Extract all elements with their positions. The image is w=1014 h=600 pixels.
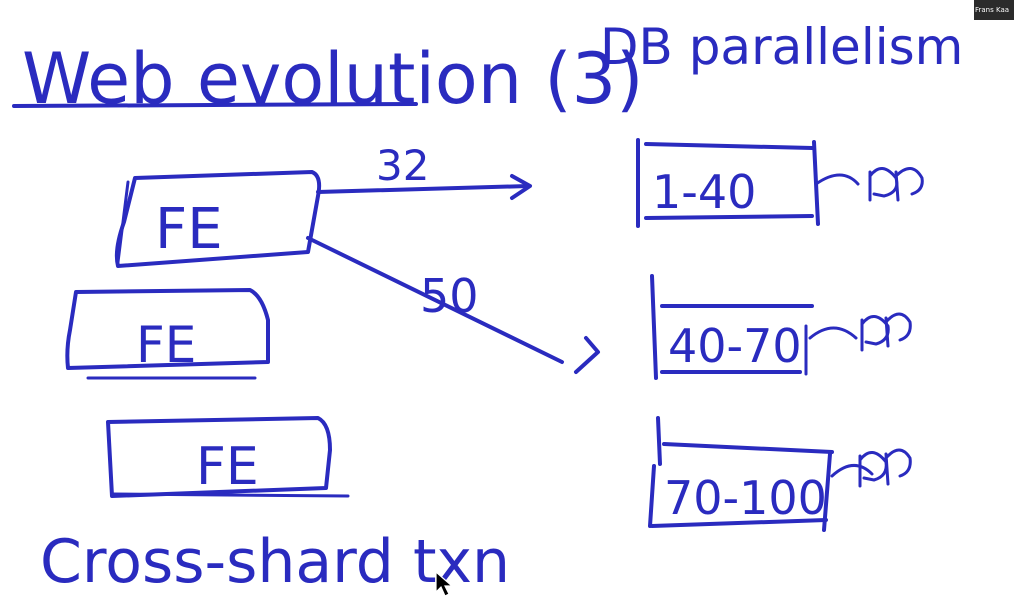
- shard-range-1: 1-40: [652, 165, 756, 219]
- title-text: Web evolution (3): [22, 38, 644, 120]
- subtitle-text: DB parallelism: [600, 18, 963, 76]
- participant-video-thumbnail[interactable]: Frans Kaa: [974, 0, 1014, 20]
- participant-name-label: Frans Kaa: [975, 6, 1010, 14]
- frontend-label-2: FE: [136, 316, 196, 374]
- edge-label-32: 32: [376, 141, 429, 190]
- footnote-text: Cross-shard txn: [40, 527, 510, 597]
- shard-range-2: 40-70: [668, 319, 802, 373]
- shard-range-3: 70-100: [664, 471, 827, 525]
- edge-32-arrow: 32: [316, 141, 532, 200]
- edge-label-50: 50: [420, 269, 479, 323]
- frontend-label-3: FE: [196, 437, 259, 497]
- shard-box-3: 70-100: [648, 416, 912, 532]
- edge-50-arrow: 50: [306, 236, 600, 374]
- shard-box-2: 40-70: [650, 274, 912, 380]
- frontend-label-1: FE: [155, 197, 223, 262]
- frontend-box-1: FE: [114, 170, 322, 268]
- title-underline: [12, 102, 418, 108]
- shard-box-1: 1-40: [636, 138, 924, 228]
- mouse-cursor-icon: [435, 570, 454, 597]
- frontend-box-3: FE: [106, 416, 350, 498]
- frontend-box-2: FE: [65, 288, 270, 380]
